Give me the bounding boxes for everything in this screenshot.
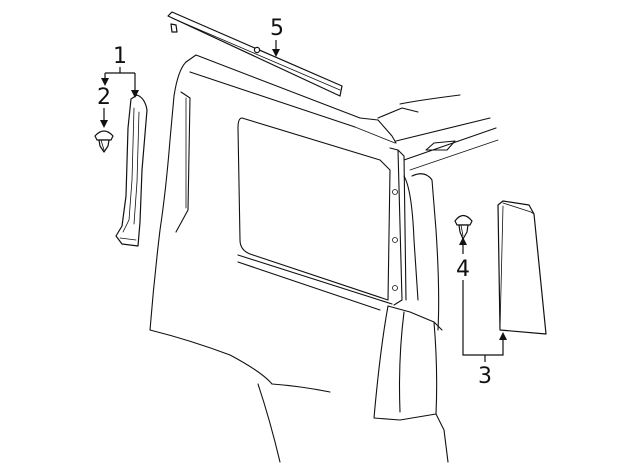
callout-3-label: 3 xyxy=(478,364,492,389)
vehicle-body xyxy=(149,54,499,463)
callout-5-label: 5 xyxy=(270,16,284,41)
callout-2-label: 2 xyxy=(97,85,111,110)
part-1-pillar-molding xyxy=(115,94,148,247)
callout-labels: 1 2 3 4 5 xyxy=(97,16,492,389)
callout-1-label: 1 xyxy=(113,44,127,69)
callout-leaders xyxy=(100,40,507,362)
part-3-applique-panel xyxy=(497,200,547,335)
part-4-push-pin-clip xyxy=(454,214,473,240)
callout-4-label: 4 xyxy=(456,257,470,282)
part-2-push-pin-clip xyxy=(94,130,114,153)
part-5-roof-molding xyxy=(167,11,343,97)
